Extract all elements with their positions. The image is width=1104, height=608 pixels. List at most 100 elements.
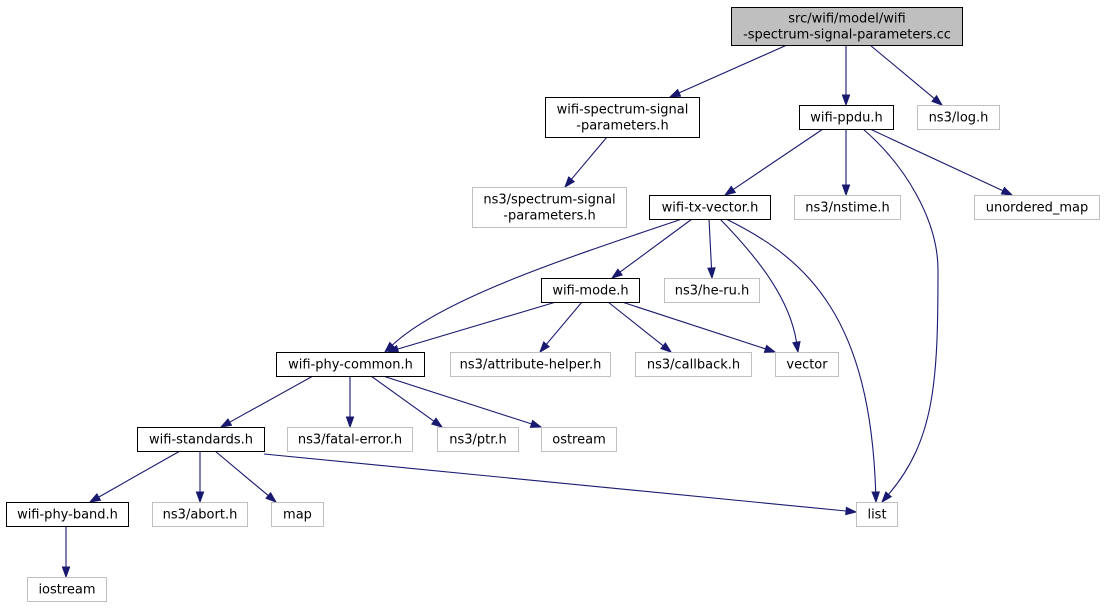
node-box xyxy=(794,195,901,220)
node-wifi-txv[interactable]: wifi-tx-vector.h xyxy=(649,195,771,220)
edge-wifi_txv-to-vector xyxy=(719,218,801,354)
arrowhead xyxy=(763,344,777,353)
edge-wifi_txv-to-wifi_phy_common xyxy=(383,218,683,354)
edge-wifi_phy_band-to-iostream xyxy=(61,526,71,579)
node-vector: vector xyxy=(775,352,839,377)
node-label: wifi-phy-common.h xyxy=(288,358,413,373)
arrowhead xyxy=(881,491,893,504)
arrowhead xyxy=(660,342,673,353)
node-label: wifi-tx-vector.h xyxy=(662,201,759,216)
arrowhead xyxy=(841,184,851,197)
node-wifi-phy-band[interactable]: wifi-phy-band.h xyxy=(6,502,129,527)
node-label: -parameters.h xyxy=(576,119,668,134)
node-label: ns3/spectrum-signal xyxy=(483,193,615,208)
node-box xyxy=(276,352,425,377)
node-wifi-phy-common[interactable]: wifi-phy-common.h xyxy=(276,352,425,377)
arrowhead xyxy=(792,340,801,354)
node-list: list xyxy=(856,502,898,527)
node-box xyxy=(541,278,640,303)
node-label: wifi-standards.h xyxy=(149,433,253,448)
edge-wifi_mode-to-ns3_callback xyxy=(607,301,673,353)
node-label: unordered_map xyxy=(986,201,1089,216)
node-box xyxy=(635,352,752,377)
edge-line xyxy=(719,218,798,343)
node-label: ns3/fatal-error.h xyxy=(298,433,402,448)
node-label: vector xyxy=(786,358,828,373)
edges-layer xyxy=(61,44,1014,579)
arrowhead xyxy=(871,491,880,504)
edge-line xyxy=(370,375,435,422)
node-wssp-h[interactable]: wifi-spectrum-signal-parameters.h xyxy=(545,97,700,138)
edge-wifi_ppdu-to-ns3_nstime xyxy=(841,129,851,197)
node-box xyxy=(856,502,898,527)
edge-wssp_h-to-ns3_ssp xyxy=(564,136,608,189)
arrowhead xyxy=(265,491,278,503)
edge-wifi_txv-to-wifi_mode xyxy=(610,218,693,279)
node-wifi-standards[interactable]: wifi-standards.h xyxy=(137,427,265,452)
edge-line xyxy=(214,450,269,497)
edge-wifi_phy_common-to-ostream xyxy=(382,375,543,428)
arrowhead xyxy=(88,493,102,503)
edge-line xyxy=(229,375,314,423)
node-label: list xyxy=(867,508,886,523)
node-ns3-fatal: ns3/fatal-error.h xyxy=(287,427,413,452)
edge-line xyxy=(708,218,713,269)
edge-line xyxy=(570,136,608,180)
node-wifi-mode[interactable]: wifi-mode.h xyxy=(541,278,640,303)
edge-line xyxy=(678,44,788,94)
node-label: -parameters.h xyxy=(503,209,595,224)
nodes-layer: src/wifi/model/wifi-spectrum-signal-para… xyxy=(6,7,1100,602)
node-label: ns3/attribute-helper.h xyxy=(460,358,602,373)
edge-line xyxy=(382,375,532,425)
arrowhead xyxy=(61,566,71,579)
node-box xyxy=(472,187,627,228)
edge-wifi_standards-to-list xyxy=(263,453,858,516)
edge-line xyxy=(545,301,583,345)
node-box xyxy=(974,195,1100,220)
arrowhead xyxy=(539,341,551,354)
node-label: ns3/log.h xyxy=(929,111,989,126)
edge-wifi_phy_common-to-wifi_standards xyxy=(219,375,314,428)
edge-line xyxy=(397,301,557,350)
node-label: ns3/abort.h xyxy=(163,508,238,523)
arrowhead xyxy=(931,94,944,106)
node-label: ns3/nstime.h xyxy=(805,201,889,216)
arrowhead xyxy=(564,176,576,189)
arrowhead xyxy=(723,185,737,196)
node-ns3-abort: ns3/abort.h xyxy=(152,502,248,527)
node-ns3-log: ns3/log.h xyxy=(917,105,1000,130)
node-box xyxy=(799,105,894,130)
edge-wifi_ppdu-to-list xyxy=(862,128,939,504)
node-box xyxy=(287,427,413,452)
arrowhead xyxy=(383,341,396,354)
node-box xyxy=(437,427,519,452)
node-ostream: ostream xyxy=(541,427,617,452)
node-box xyxy=(27,577,107,602)
node-wifi-ppdu[interactable]: wifi-ppdu.h xyxy=(799,105,894,130)
edge-wifi_phy_common-to-ns3_fatal xyxy=(345,376,355,429)
node-box xyxy=(450,352,611,377)
edge-line xyxy=(732,128,824,190)
arrowhead xyxy=(668,88,682,98)
edge-line xyxy=(621,301,766,350)
edge-wifi_standards-to-wifi_phy_band xyxy=(88,450,181,503)
edge-wifi_standards-to-ns3_abort xyxy=(195,451,205,504)
edge-line xyxy=(869,128,1004,192)
node-map: map xyxy=(271,502,324,527)
node-box xyxy=(731,7,963,46)
edge-wifi_mode-to-wifi_phy_common xyxy=(386,301,557,354)
node-label: ostream xyxy=(552,433,606,448)
node-box xyxy=(152,502,248,527)
node-iostream: iostream xyxy=(27,577,107,602)
edge-line xyxy=(725,218,877,493)
node-label: ns3/ptr.h xyxy=(449,433,507,448)
node-ns3-ssp: ns3/spectrum-signal-parameters.h xyxy=(472,187,627,228)
node-label: -spectrum-signal-parameters.cc xyxy=(743,28,951,43)
node-ns3-callback: ns3/callback.h xyxy=(635,352,752,377)
edge-wifi_phy_common-to-ns3_ptr xyxy=(370,375,444,428)
arrowhead xyxy=(195,491,205,504)
node-root[interactable]: src/wifi/model/wifi-spectrum-signal-para… xyxy=(731,7,963,46)
edge-line xyxy=(263,453,847,512)
node-ns3-nstime: ns3/nstime.h xyxy=(794,195,901,220)
